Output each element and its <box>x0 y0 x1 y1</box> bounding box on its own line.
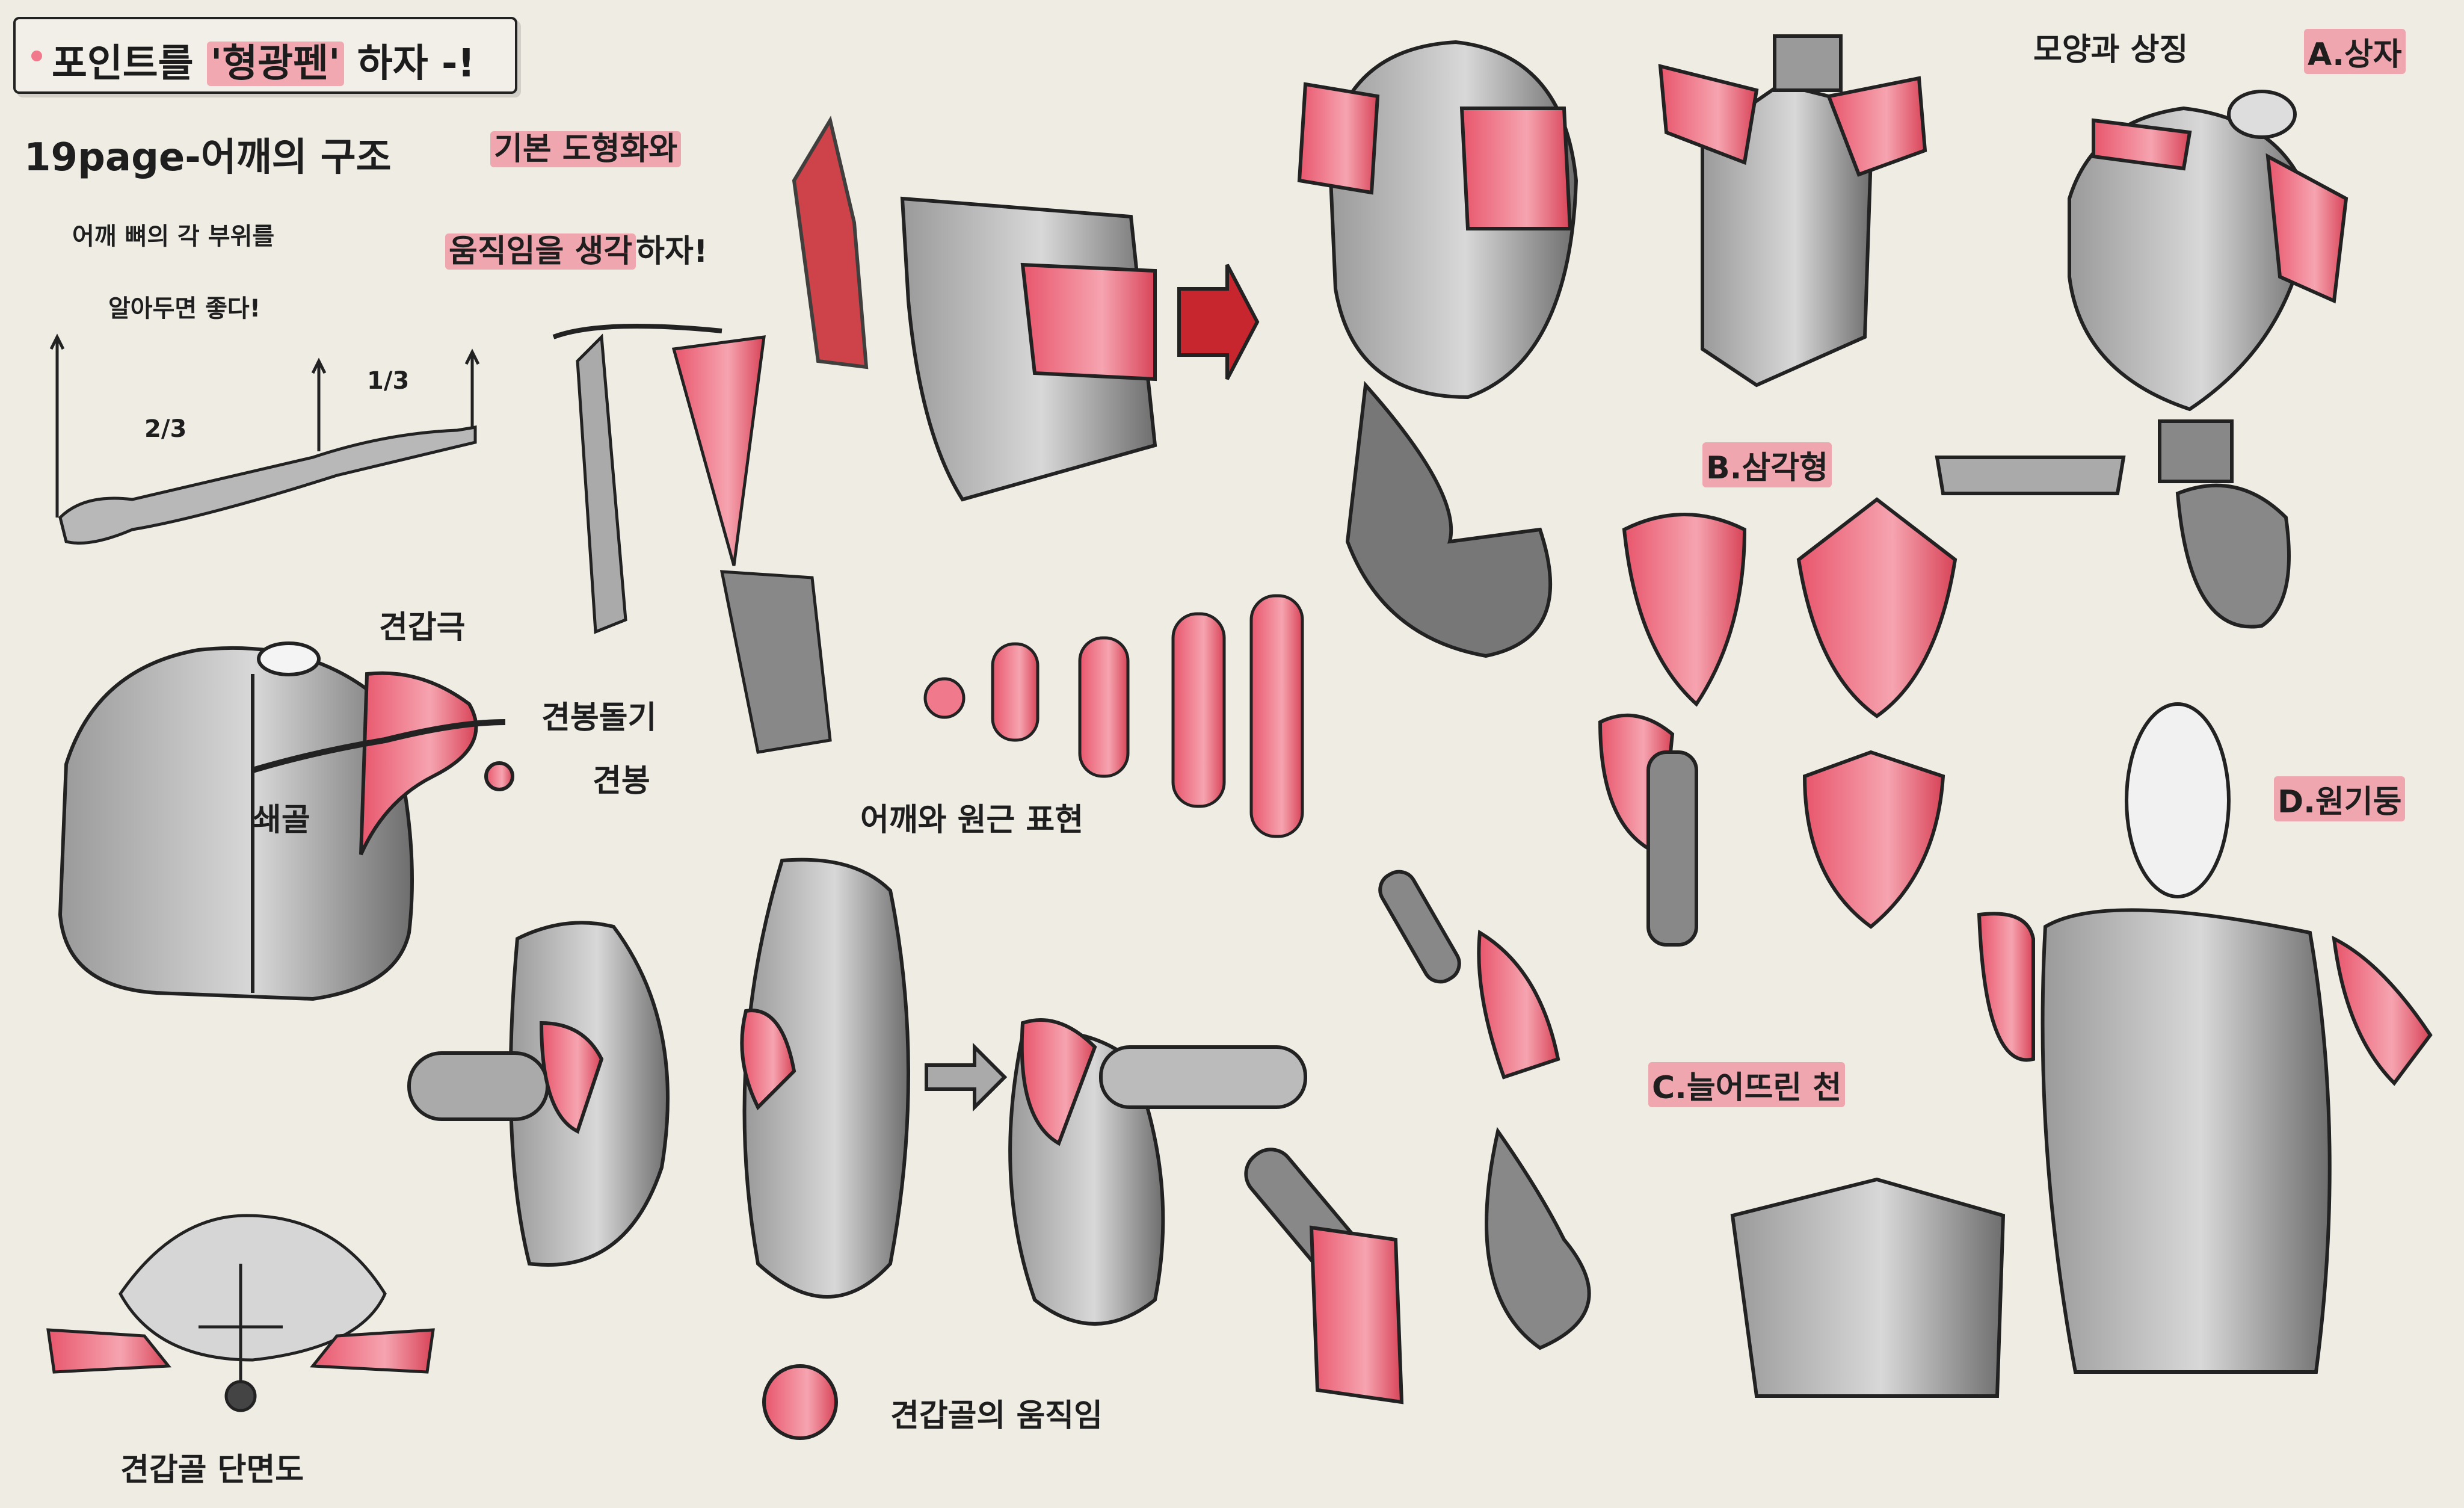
scapula-section-sketch <box>46 1214 435 1412</box>
scapula-motion-sketch <box>407 858 1307 1440</box>
torso-box-sketch <box>792 116 1260 502</box>
cylinder-perspective-sketch <box>923 594 1304 838</box>
page-label: 19page-어깨의 구조 <box>24 135 392 180</box>
note-basic-shapes-line1: 기본 도형화와 <box>490 123 682 168</box>
section-d-label: D.원기둥 <box>2274 776 2406 821</box>
caption-scapula-motion: 견갑골의 움직임 <box>890 1398 1103 1434</box>
label-acromion: 견봉 <box>593 763 650 799</box>
bone-note-line1: 어깨 뼈의 각 부위를 <box>72 223 275 250</box>
label-clavicle: 쇄골 <box>253 802 310 838</box>
title-suffix: 하자 -! <box>343 42 475 86</box>
section-a-label: A.상자 <box>2304 29 2406 74</box>
label-acromion-ridge: 견봉돌기 <box>541 700 657 736</box>
draped-cloth-c-sketch <box>1244 870 2006 1404</box>
shoulder-girdle-sketch <box>552 324 832 754</box>
clavicle-sketch <box>49 333 480 545</box>
bone-note-line2: 알아두면 좋다! <box>108 295 260 323</box>
shape-symbol-note: 모양과 상징 <box>2033 32 2188 68</box>
note-basic-shapes-rest: 하자! <box>636 233 708 270</box>
cylinder-mannequin-d-sketch <box>1977 419 2433 1374</box>
box-torso-sketch <box>1658 34 1927 388</box>
note-basic-shapes-line1-text: 기본 도형화와 <box>490 131 682 167</box>
caption-scapula-section: 견갑골 단면도 <box>120 1452 304 1488</box>
label-acromion-process: 견갑극 <box>379 610 466 646</box>
bullet-dot-icon <box>31 51 42 61</box>
caption-shoulder-cylinder: 어깨와 원근 표현 <box>860 802 1084 838</box>
fraction-one-third: 1/3 <box>367 367 410 395</box>
fraction-two-thirds: 2/3 <box>144 415 187 443</box>
torso-clavicle-sketch <box>58 641 514 1001</box>
title-banner: 포인트를 '형광펜' 하자 -! <box>13 17 517 94</box>
box-shape-a-sketch <box>2068 90 2348 412</box>
section-b-label: B.삼각형 <box>1702 442 1832 487</box>
triangle-shapes-b-sketch <box>1598 456 2126 947</box>
title-highlight: '형광펜' <box>206 42 344 86</box>
title-prefix: 포인트를 <box>52 42 207 86</box>
torso-balloon-sketch <box>1297 40 1578 658</box>
note-basic-shapes-hl: 움직임을 생각 <box>445 233 636 270</box>
section-c-label: C.늘어뜨린 천 <box>1648 1062 1846 1107</box>
title-text: 포인트를 '형광펜' 하자 -! <box>52 32 475 88</box>
